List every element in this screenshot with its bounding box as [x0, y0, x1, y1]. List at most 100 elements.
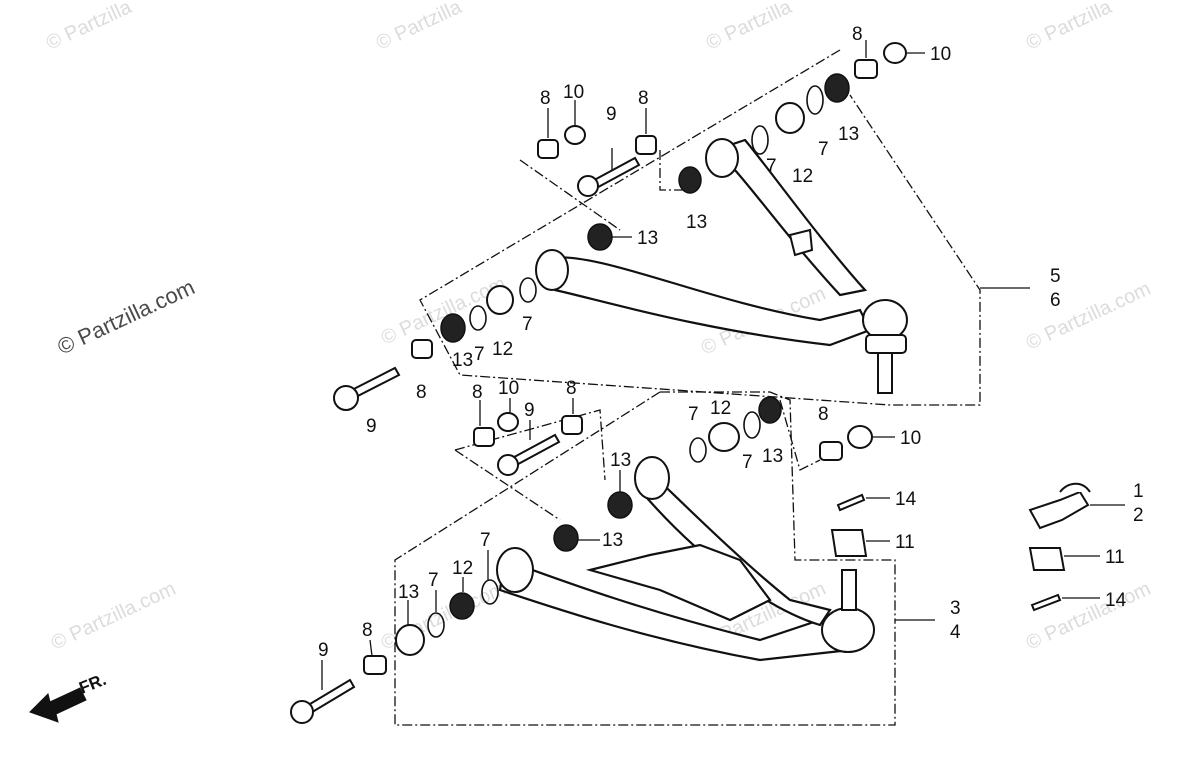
seal-13-icon [395, 624, 425, 656]
callout-14: 14 [895, 489, 917, 510]
seal-13-icon [553, 524, 579, 552]
collar-8-icon [537, 139, 559, 159]
callout-13: 13 [637, 228, 658, 249]
callout-13: 13 [686, 212, 707, 233]
callout-11: 11 [1105, 547, 1125, 568]
o-ring-7-icon [743, 411, 761, 439]
callout-7: 7 [522, 314, 533, 335]
front-direction-indicator: FR. [29, 670, 109, 723]
clamp-bracket-icon [1028, 490, 1090, 530]
lower-arm-front-pivot [496, 547, 534, 593]
callout-13: 13 [610, 450, 631, 471]
watermark: © Partzilla.com [378, 273, 509, 350]
callout-13: 13 [398, 582, 419, 603]
callout-7: 7 [428, 570, 439, 591]
callout-9: 9 [366, 416, 377, 437]
callout-7: 7 [474, 344, 485, 365]
lower-group-line [779, 399, 821, 471]
loose-hardware: 14 11 1 2 11 14 [830, 481, 1144, 612]
lower-arm-rear-pivot [634, 456, 670, 500]
callout-5: 5 [1050, 266, 1061, 287]
collar-8-icon [635, 135, 657, 155]
callout-10: 10 [900, 428, 921, 449]
bushing-12-icon [775, 102, 805, 134]
callout-9: 9 [318, 640, 329, 661]
nut-10-icon [564, 125, 586, 145]
callout-12: 12 [710, 398, 731, 419]
callout-10: 10 [498, 378, 519, 399]
callout-10: 10 [930, 44, 951, 65]
callout-12: 12 [792, 166, 813, 187]
seal-13-icon [440, 313, 466, 343]
callout-7: 7 [818, 139, 829, 160]
callout-10: 10 [563, 82, 584, 103]
callout-8: 8 [566, 378, 577, 399]
callout-3: 3 [950, 598, 961, 619]
collar-8-icon [411, 339, 433, 359]
o-ring-7-icon [751, 125, 769, 155]
callout-8: 8 [416, 382, 427, 403]
castle-nut-11-icon [1028, 547, 1066, 571]
bolt-head-9-icon [577, 175, 599, 197]
lower-ball-joint [821, 607, 875, 653]
seal-13-icon [824, 73, 850, 103]
o-ring-7-icon [806, 85, 824, 115]
lower-group-line [454, 409, 606, 481]
callout-7: 7 [766, 156, 777, 177]
callout-9: 9 [524, 400, 535, 421]
o-ring-7-icon [519, 277, 537, 303]
upper-arm-rear-pivot [705, 138, 739, 178]
callout-12: 12 [452, 558, 473, 579]
callout-7: 7 [688, 404, 699, 425]
collar-8-icon [363, 655, 387, 675]
lower-arm-rear-member [638, 468, 832, 627]
upper-arm-group: 8 10 8 10 9 8 13 7 7 12 13 13 5 6 7 13 7… [333, 24, 1061, 437]
lower-ball-joint-stud [841, 569, 857, 611]
callout-2: 2 [1133, 505, 1144, 526]
o-ring-7-icon [427, 612, 445, 638]
nut-10-icon [883, 42, 907, 64]
callout-9: 9 [606, 104, 617, 125]
callout-8: 8 [540, 88, 551, 109]
upper-group-line [519, 159, 621, 231]
callout-7: 7 [480, 530, 491, 551]
o-ring-7-icon [481, 579, 499, 605]
upper-arm-front-pivot [535, 249, 569, 291]
lower-arm-group: 8 10 8 9 7 12 7 13 8 10 13 13 7 12 7 13 … [290, 378, 961, 726]
callout-8: 8 [638, 88, 649, 109]
callout-1: 1 [1133, 481, 1144, 502]
callout-14: 14 [1105, 590, 1127, 611]
watermark-layer: © Partzilla © Partzilla © Partzilla © Pa… [43, 0, 1154, 655]
callout-7: 7 [742, 452, 753, 473]
nut-10-icon [497, 412, 519, 432]
front-label: FR. [76, 670, 109, 698]
callout-12: 12 [492, 339, 513, 360]
bushing-12-icon [449, 592, 475, 620]
seal-13-icon [758, 396, 782, 424]
upper-arm-rear-member [712, 138, 868, 297]
lower-group-line [454, 449, 561, 521]
bushing-12-icon [708, 422, 740, 452]
callout-6: 6 [1050, 290, 1061, 311]
callout-8: 8 [818, 404, 829, 425]
upper-arm-bracket [788, 228, 814, 257]
upper-ball-joint-boot [865, 334, 907, 354]
seal-13-icon [587, 223, 613, 251]
upper-group-outline [419, 49, 981, 406]
seal-13-icon [607, 491, 633, 519]
callout-13: 13 [838, 124, 859, 145]
bolt-head-9-icon [290, 700, 314, 724]
seal-13-icon [678, 166, 702, 194]
upper-group-line [659, 150, 690, 191]
collar-8-icon [561, 415, 583, 435]
nut-10-icon [847, 425, 873, 449]
watermark: © Partzilla [703, 0, 796, 55]
callout-8: 8 [362, 620, 373, 641]
lower-arm-plate [585, 543, 772, 622]
collar-8-icon [473, 427, 495, 447]
watermark: © Partzilla [1023, 0, 1116, 55]
bushing-12-icon [486, 285, 514, 315]
bolt-head-9-icon [497, 454, 519, 476]
watermark: © Partzilla.com [1023, 278, 1154, 355]
callout-8: 8 [852, 24, 863, 45]
